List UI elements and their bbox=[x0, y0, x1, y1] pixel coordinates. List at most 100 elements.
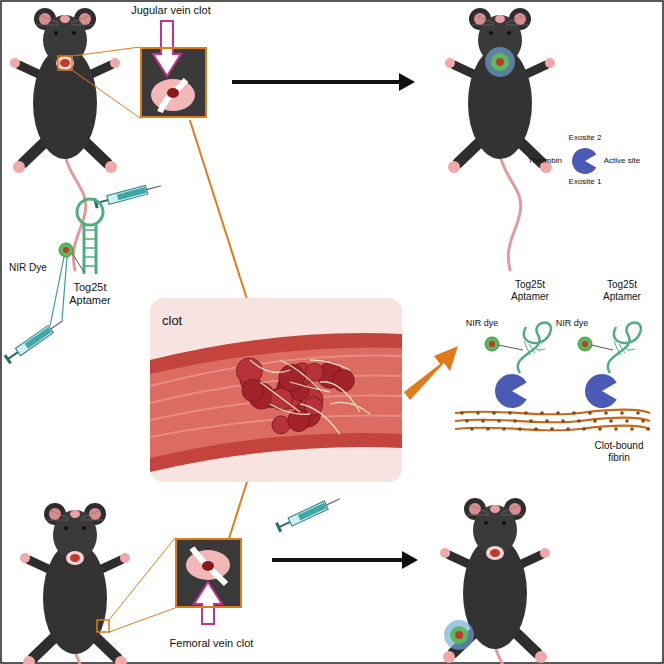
fibrin-bead bbox=[513, 419, 517, 423]
fibrin-bead bbox=[556, 411, 560, 415]
mouse-eye bbox=[502, 521, 506, 525]
base-pair bbox=[84, 256, 96, 258]
vessel-wall bbox=[150, 333, 402, 472]
nir-glow-center bbox=[455, 631, 463, 639]
fibrin-bead bbox=[593, 419, 597, 423]
neck-patch bbox=[66, 551, 84, 565]
mouse-paw bbox=[545, 58, 555, 68]
base-pair bbox=[84, 229, 96, 231]
neck-patch bbox=[486, 546, 504, 560]
neck-wound bbox=[70, 554, 80, 562]
fibrin-bead bbox=[545, 419, 549, 423]
neck-wound bbox=[490, 549, 500, 557]
inset-frame bbox=[140, 47, 207, 118]
mouse-whisker bbox=[469, 505, 489, 513]
fibrin-fiber bbox=[300, 404, 340, 434]
mouse-whisker bbox=[71, 25, 93, 26]
fibrin-bead bbox=[588, 411, 592, 415]
base-pair bbox=[629, 349, 635, 350]
mouse-paw bbox=[13, 161, 25, 173]
fibrin-bead bbox=[529, 419, 533, 423]
aptamer-fold bbox=[608, 323, 641, 373]
thrombin bbox=[585, 374, 617, 408]
mouse-paw bbox=[440, 548, 450, 558]
syringe-barrel bbox=[107, 185, 148, 204]
dye-label: NIR dye bbox=[552, 318, 592, 328]
aptamer-fold bbox=[518, 323, 551, 373]
mouse bbox=[440, 498, 550, 664]
inset-frame bbox=[175, 538, 242, 608]
fibrin-bead bbox=[561, 419, 565, 423]
fibrin-bead bbox=[620, 411, 624, 415]
mouse-eye bbox=[72, 31, 76, 35]
inset-guide bbox=[72, 70, 140, 118]
fibrin-bead bbox=[518, 427, 522, 431]
mouse-body bbox=[43, 542, 107, 654]
mouse-eye bbox=[484, 521, 488, 525]
aptamer-label: Tog25t Aptamer bbox=[62, 281, 118, 306]
fibrin-bead bbox=[550, 427, 554, 431]
process-arrow bbox=[232, 80, 403, 84]
fibrin-bead bbox=[598, 427, 602, 431]
syringe-needle bbox=[326, 499, 340, 505]
mouse-nose bbox=[60, 15, 70, 23]
mouse-eye bbox=[489, 31, 493, 35]
nir-dye-core bbox=[63, 247, 69, 253]
fibrin-bead bbox=[636, 411, 640, 415]
fibrin-bead bbox=[630, 427, 634, 431]
inset-vessel bbox=[160, 80, 186, 112]
aptamer-label: Tog25t Aptamer bbox=[594, 279, 650, 302]
fibrin-bead bbox=[540, 411, 544, 415]
mouse-whisker bbox=[472, 25, 494, 26]
aptamer-stem bbox=[84, 224, 96, 274]
clot-cell bbox=[279, 365, 305, 391]
mouse-eye bbox=[54, 31, 58, 35]
mouse-paw bbox=[540, 548, 550, 558]
zoom-arrow bbox=[404, 346, 458, 400]
inset-box: clot bbox=[150, 298, 402, 482]
nir-dye bbox=[485, 337, 499, 351]
mouse-eye bbox=[507, 31, 511, 35]
fibrin-bead bbox=[582, 427, 586, 431]
base-pair bbox=[84, 265, 96, 267]
syringe bbox=[4, 316, 66, 364]
thrombin bbox=[495, 374, 527, 408]
node-label: clot bbox=[162, 314, 182, 329]
inset-vessel bbox=[192, 548, 226, 584]
nir-glow bbox=[444, 620, 474, 650]
inset-incision bbox=[186, 550, 230, 580]
syringe-cap bbox=[4, 354, 12, 364]
inset-clot bbox=[202, 561, 214, 571]
fibrin-fiber bbox=[290, 382, 330, 392]
mouse-nose bbox=[490, 505, 500, 513]
mouse-whisker bbox=[501, 505, 521, 513]
mouse-paw bbox=[448, 161, 460, 173]
neck-patch bbox=[56, 56, 74, 70]
linker bbox=[72, 253, 84, 272]
mouse-whisker bbox=[506, 25, 528, 26]
base-pair bbox=[84, 238, 96, 240]
fibrin-fiber bbox=[310, 360, 350, 370]
syringe-liquid bbox=[117, 187, 147, 200]
mouse-paw bbox=[445, 58, 455, 68]
syringe bbox=[275, 494, 342, 532]
zoom-connector bbox=[190, 120, 247, 298]
fibrin-label: Clot-bound fibrin bbox=[588, 440, 650, 463]
fibrin-bead bbox=[524, 411, 528, 415]
fibrin-bead bbox=[577, 419, 581, 423]
mouse-body bbox=[33, 47, 97, 159]
mouse bbox=[445, 8, 555, 270]
syringe bbox=[93, 181, 162, 209]
linker bbox=[498, 345, 523, 350]
aptamer-label: Tog25t Aptamer bbox=[502, 279, 558, 302]
mouse-nose bbox=[70, 510, 80, 518]
mouse-whisker bbox=[47, 520, 69, 521]
fibrin-bead bbox=[486, 427, 490, 431]
base-pair bbox=[84, 247, 96, 249]
process-arrowhead bbox=[399, 73, 415, 91]
fibrin-bead bbox=[470, 427, 474, 431]
vessel-lumen bbox=[150, 348, 402, 458]
mouse-paw bbox=[20, 553, 30, 563]
syringe-liquid bbox=[298, 503, 327, 521]
